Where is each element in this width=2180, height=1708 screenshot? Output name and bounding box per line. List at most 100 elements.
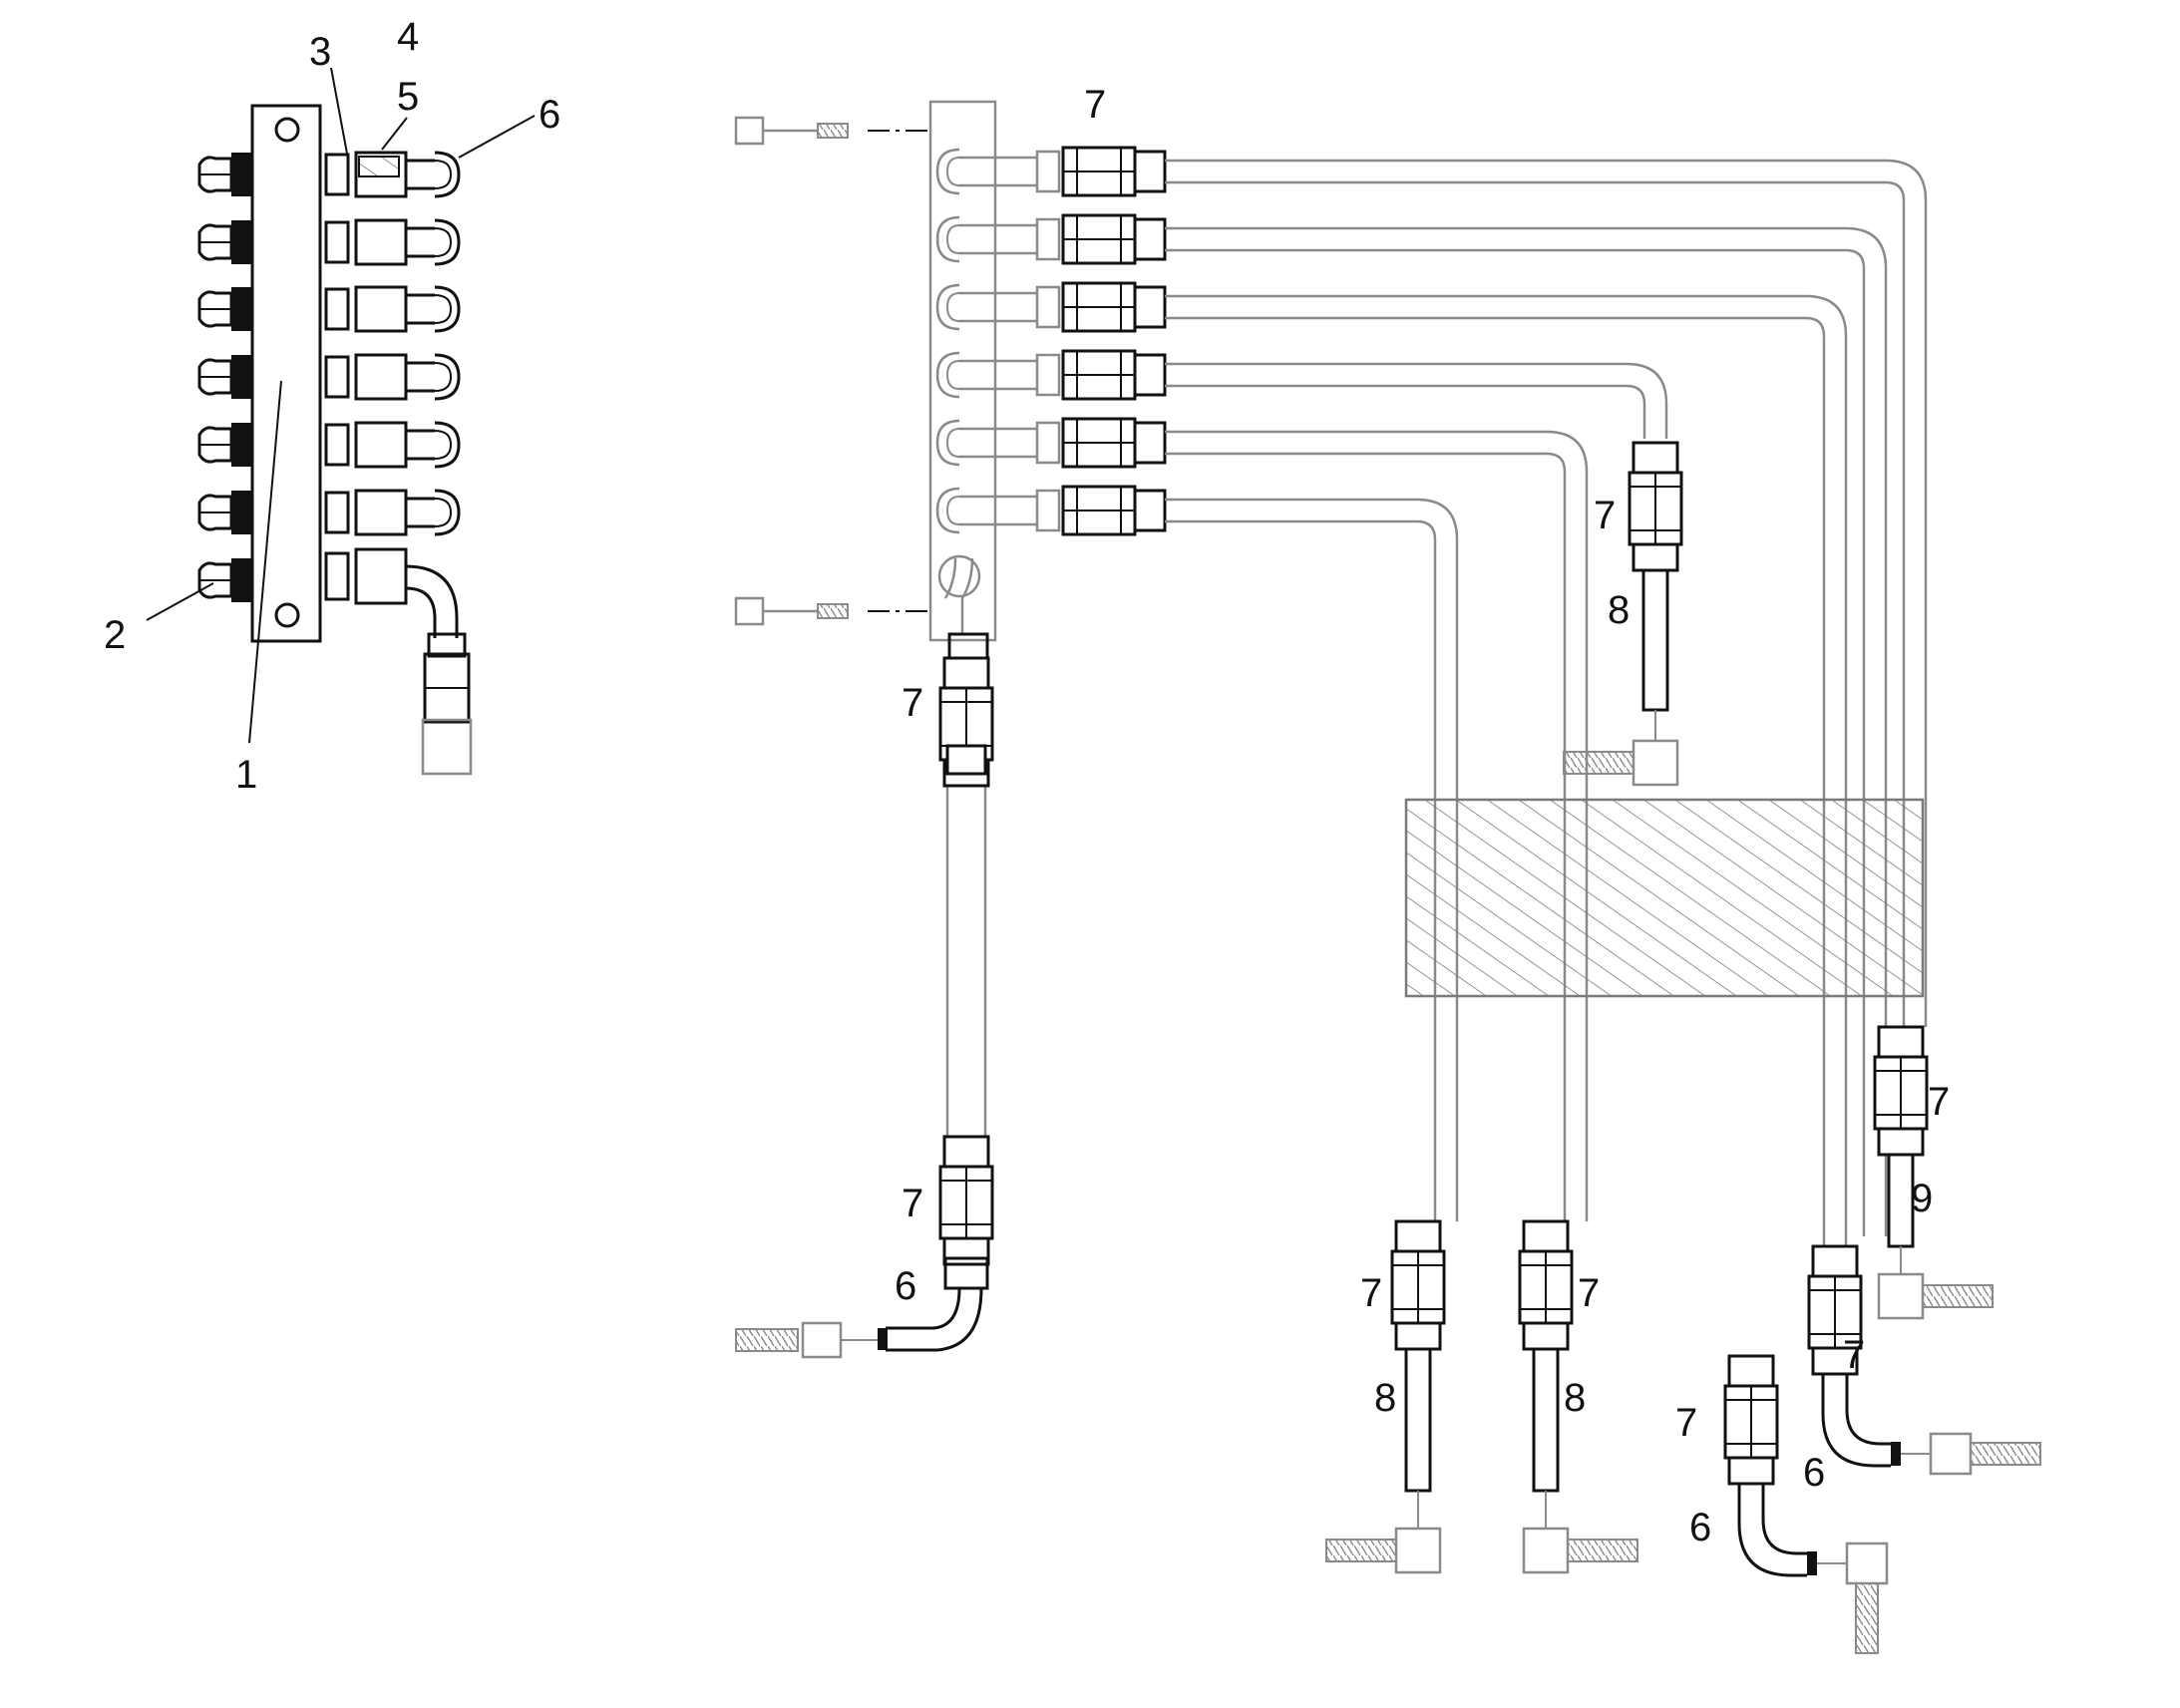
leader-2 bbox=[146, 582, 214, 621]
fitting-7-d1 bbox=[1390, 1219, 1446, 1351]
manifold-outlet-5 bbox=[935, 417, 1167, 469]
fitting-7-d5 bbox=[1873, 1025, 1929, 1157]
fitting-nut bbox=[1727, 1456, 1775, 1486]
fitting-collar bbox=[942, 1135, 990, 1169]
fitting-collar bbox=[1133, 421, 1167, 465]
callout-6-d4: 6 bbox=[1803, 1451, 1825, 1495]
threaded-stud bbox=[1855, 1582, 1879, 1654]
callout-7-manifold-bottom: 7 bbox=[902, 681, 923, 725]
callout-8-d2: 8 bbox=[1564, 1376, 1586, 1420]
callout-1: 1 bbox=[235, 753, 257, 797]
hatched-duct bbox=[1404, 798, 1925, 998]
mounting-hole-bottom bbox=[274, 602, 300, 628]
banjo-elbow bbox=[434, 353, 461, 401]
nipple-hex bbox=[231, 423, 251, 467]
fitting-collar bbox=[1394, 1219, 1442, 1253]
fitting-collar bbox=[1877, 1025, 1925, 1059]
callout-8-d1: 8 bbox=[1374, 1376, 1396, 1420]
callout-6-d3: 6 bbox=[1689, 1506, 1711, 1549]
tube-line-6 bbox=[1165, 498, 1459, 1221]
fitting-nut bbox=[324, 287, 350, 331]
piping-layout-view bbox=[734, 100, 2041, 1654]
end-coupler bbox=[1845, 1541, 1889, 1585]
tube-line-5 bbox=[1165, 430, 1589, 1221]
threaded-stud bbox=[1970, 1442, 2041, 1466]
straight-tube bbox=[1887, 1153, 1915, 1248]
fitting-sleeve bbox=[1035, 489, 1061, 532]
fitting-nut bbox=[1877, 1127, 1925, 1157]
banjo-elbow bbox=[434, 151, 461, 198]
nipple-hex bbox=[231, 153, 251, 196]
distributor-row-6 bbox=[197, 489, 461, 536]
callout-7-top: 7 bbox=[1084, 83, 1106, 127]
fitting-nut bbox=[324, 423, 350, 467]
mounting-bolt-bottom bbox=[734, 596, 930, 626]
leader-5 bbox=[381, 117, 408, 151]
banjo-elbow bbox=[434, 489, 461, 536]
fitting-nut bbox=[1811, 1346, 1859, 1376]
distributor-row-3 bbox=[197, 285, 461, 333]
long-vertical-line bbox=[937, 554, 989, 1137]
banjo-elbow bbox=[935, 419, 960, 467]
fitting-nut bbox=[324, 153, 350, 196]
straight-8-d1 bbox=[1325, 1347, 1442, 1574]
distributor-detail-view bbox=[146, 67, 536, 776]
threaded-stud bbox=[1922, 1284, 1994, 1308]
callout-4: 4 bbox=[397, 15, 419, 59]
fitting-7-d2 bbox=[1518, 1219, 1574, 1351]
distributor-block bbox=[250, 104, 322, 643]
callout-9-d5: 9 bbox=[1911, 1177, 1933, 1220]
bottom-outlet-assembly bbox=[324, 547, 473, 776]
threaded-stud bbox=[1325, 1538, 1397, 1562]
manifold-outlet-1 bbox=[935, 146, 1167, 197]
fitting-nut bbox=[942, 1236, 990, 1266]
fitting-collar bbox=[1133, 489, 1167, 532]
straight-tube bbox=[1532, 1347, 1560, 1493]
threaded-stud bbox=[1567, 1538, 1638, 1562]
fitting-sleeve bbox=[1035, 150, 1061, 193]
tube-line-1 bbox=[1165, 159, 1928, 1027]
banjo-elbow bbox=[434, 285, 461, 333]
distributor-row-4 bbox=[197, 353, 461, 401]
elbow-tube bbox=[1821, 1374, 1891, 1468]
callout-7-d3: 7 bbox=[1675, 1401, 1697, 1445]
elbow-tube bbox=[1737, 1484, 1807, 1577]
part-5-detail bbox=[358, 156, 400, 177]
callout-7-branch-a: 7 bbox=[1594, 494, 1616, 537]
callout-5: 5 bbox=[397, 75, 419, 119]
fitting-sleeve bbox=[1035, 217, 1061, 261]
manifold-outlet-2 bbox=[935, 213, 1167, 265]
threaded-stud bbox=[1563, 751, 1635, 775]
distributor-row-5 bbox=[197, 421, 461, 469]
manifold-block bbox=[928, 100, 997, 642]
nipple-hex bbox=[231, 491, 251, 534]
mounting-hole-top bbox=[274, 117, 300, 143]
fitting-sleeve bbox=[1035, 421, 1061, 465]
fitting-nut bbox=[324, 355, 350, 399]
nipple-hex bbox=[231, 558, 251, 602]
distributor-row-7 bbox=[197, 558, 251, 602]
fitting-body bbox=[354, 421, 408, 469]
fitting-collar bbox=[942, 656, 990, 690]
fitting-collar bbox=[1133, 353, 1167, 397]
fitting-nut bbox=[324, 220, 350, 264]
banjo-elbow bbox=[434, 421, 461, 469]
callout-7-d1: 7 bbox=[1360, 1271, 1382, 1315]
fitting-nut bbox=[1522, 1321, 1570, 1351]
leader-3 bbox=[330, 67, 348, 155]
manifold-outlet-3 bbox=[935, 281, 1167, 333]
straight-tube bbox=[1404, 1347, 1432, 1493]
callout-7-d5: 7 bbox=[1928, 1080, 1950, 1124]
distributor-row-1 bbox=[197, 151, 461, 198]
leader-1 bbox=[248, 380, 282, 744]
mounting-bolt-top bbox=[734, 116, 930, 146]
end-coupler bbox=[1632, 739, 1679, 787]
straight-tube bbox=[1641, 568, 1669, 712]
banjo-elbow bbox=[434, 218, 461, 266]
banjo-elbow bbox=[935, 351, 960, 399]
fitting-collar bbox=[1811, 1244, 1859, 1278]
callout-6-long-end: 6 bbox=[895, 1264, 916, 1308]
end-coupler bbox=[1394, 1527, 1442, 1574]
nipple-hex bbox=[231, 220, 251, 264]
fitting-7-branch-a bbox=[1628, 441, 1683, 572]
